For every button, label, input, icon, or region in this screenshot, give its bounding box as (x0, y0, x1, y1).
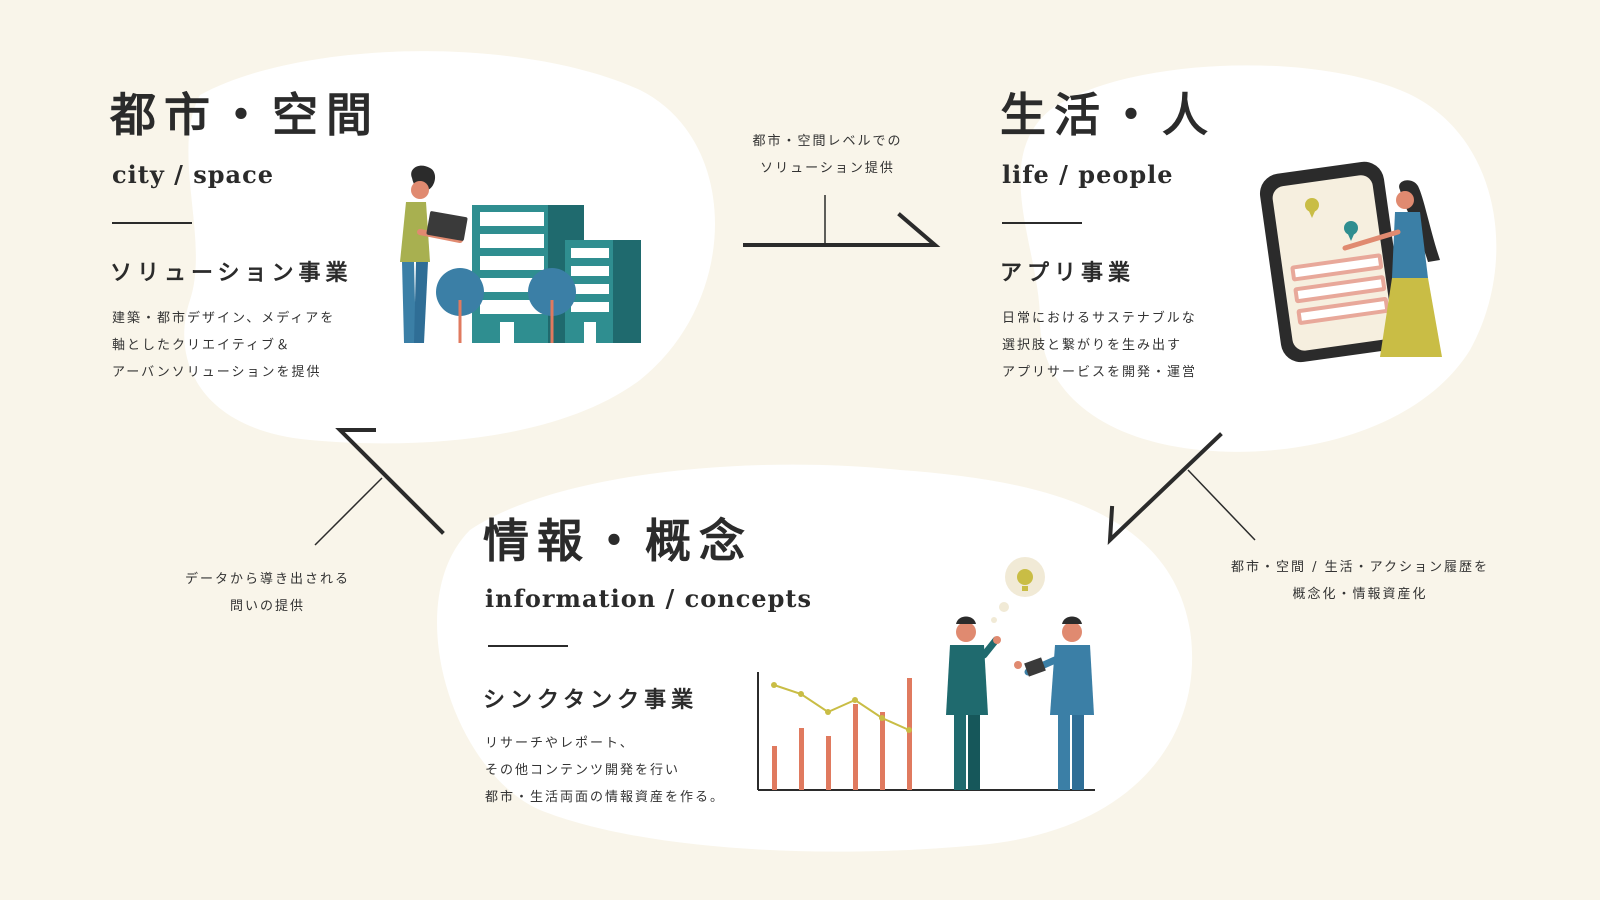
flow-note-line: データから導き出される (170, 566, 365, 593)
flow-note-city-to-life: 都市・空間レベルでの ソリューション提供 (730, 128, 925, 182)
life-description-line: アプリサービスを開発・運営 (1002, 359, 1197, 386)
city-business-name: ソリューション事業 (110, 263, 353, 285)
flow-note-line: 都市・空間レベルでの (730, 128, 925, 155)
arrow-up-left-icon (340, 430, 442, 532)
flow-note-life-to-info: 都市・空間 / 生活・アクション履歴を 概念化・情報資産化 (1210, 554, 1510, 608)
info-section-title: 情報・概念 (483, 518, 753, 564)
info-description: リサーチやレポート、 その他コンテンツ開発を行い 都市・生活両面の情報資産を作る… (485, 730, 725, 811)
city-section-title: 都市・空間 (110, 92, 380, 138)
flow-note-info-to-city: データから導き出される 問いの提供 (170, 566, 365, 620)
info-divider (488, 645, 568, 647)
info-description-line: リサーチやレポート、 (485, 730, 725, 757)
flow-note-line: ソリューション提供 (730, 155, 925, 182)
life-description-line: 日常におけるサステナブルな (1002, 305, 1197, 332)
flow-note-line: 概念化・情報資産化 (1210, 581, 1510, 608)
city-description: 建築・都市デザイン、メディアを 軸としたクリエイティブ＆ アーバンソリューション… (112, 305, 335, 386)
life-description: 日常におけるサステナブルな 選択肢と繋がりを生み出す アプリサービスを開発・運営 (1002, 305, 1197, 386)
life-business-name: アプリ事業 (1000, 263, 1135, 285)
info-section-subtitle: information / concepts (485, 587, 812, 611)
life-section-subtitle: life / people (1002, 163, 1174, 187)
flow-note-line: 問いの提供 (170, 593, 365, 620)
life-description-line: 選択肢と繋がりを生み出す (1002, 332, 1197, 359)
connector-line (1188, 470, 1255, 540)
life-section-title: 生活・人 (1000, 92, 1216, 138)
life-divider (1002, 222, 1082, 224)
city-description-line: アーバンソリューションを提供 (112, 359, 335, 386)
arrow-right-icon (745, 215, 935, 245)
connector-line (315, 478, 382, 545)
info-description-line: 都市・生活両面の情報資産を作る。 (485, 784, 725, 811)
city-description-line: 軸としたクリエイティブ＆ (112, 332, 335, 359)
woman-with-smartphone-illustration (1257, 159, 1442, 365)
city-divider (112, 222, 192, 224)
info-business-name: シンクタンク事業 (483, 690, 698, 712)
city-description-line: 建築・都市デザイン、メディアを (112, 305, 335, 332)
arrow-down-left-icon (1110, 435, 1220, 540)
info-description-line: その他コンテンツ開発を行い (485, 757, 725, 784)
city-section-subtitle: city / space (112, 163, 274, 187)
flow-note-line: 都市・空間 / 生活・アクション履歴を (1210, 554, 1510, 581)
